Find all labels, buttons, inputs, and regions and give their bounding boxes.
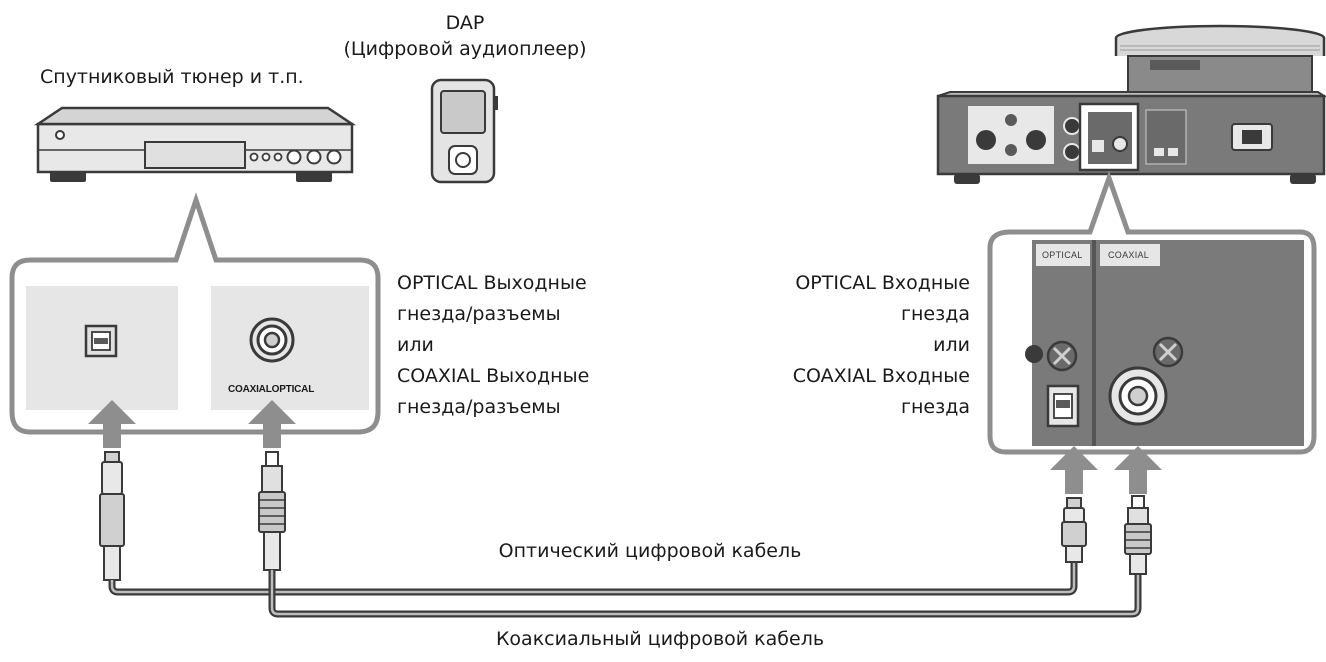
optical-cable-line xyxy=(108,560,1078,596)
optical-cable-line-inner xyxy=(110,560,1076,594)
output-jacks-label: OPTICAL Выходные гнезда/разъемы или COAX… xyxy=(397,268,589,423)
source-coaxial-jack-panel xyxy=(211,286,369,410)
tuner-label: Спутниковый тюнер и т.п. xyxy=(40,66,304,88)
arrow-up-coaxial-input xyxy=(1114,446,1162,494)
optical-cable-label: Оптический цифровой кабель xyxy=(498,540,802,562)
dap-label: DAP (Цифровой аудиоплеер) xyxy=(325,10,605,62)
dap-label-line1: DAP xyxy=(445,12,485,34)
output-or: или xyxy=(397,334,434,356)
coaxial-cable-label: Коаксиальный цифровой кабель xyxy=(495,628,825,650)
optical-plug-left xyxy=(99,451,125,581)
output-optical-line2: гнезда/разъемы xyxy=(397,303,561,325)
source-optical-tag: OPTICAL xyxy=(271,384,315,395)
output-optical-line1: OPTICAL Выходные xyxy=(397,272,587,294)
panel-coaxial-tag: COAXIAL xyxy=(1108,250,1150,260)
output-coaxial-line1: COAXIAL Выходные xyxy=(397,365,590,387)
satellite-tuner-icon xyxy=(33,106,357,182)
input-coaxial-line1: COAXIAL Входные xyxy=(792,365,970,387)
arrow-up-coaxial-source xyxy=(248,400,296,448)
arrow-up-optical-source xyxy=(88,400,136,448)
arrow-up-optical-input xyxy=(1050,446,1098,494)
input-optical-line2: гнезда xyxy=(901,303,970,325)
input-optical-line1: OPTICAL Входные xyxy=(795,272,970,294)
source-jack-caption: COAXIALOPTICAL xyxy=(228,384,314,395)
coaxial-plug-left xyxy=(258,451,286,571)
source-coaxial-tag: COAXIAL xyxy=(228,384,272,395)
dap-label-line2: (Цифровой аудиоплеер) xyxy=(343,38,587,60)
amplifier-input-panel xyxy=(1025,240,1304,446)
coaxial-cable-line-inner xyxy=(270,570,1140,616)
amplifier-rear-icon xyxy=(936,24,1326,184)
dap-player-icon xyxy=(430,78,498,184)
input-jacks-label: OPTICAL Входные гнезда или COAXIAL Входн… xyxy=(730,268,970,423)
optical-plug-right xyxy=(1061,497,1087,563)
coaxial-plug-right xyxy=(1124,495,1152,575)
panel-optical-tag: OPTICAL xyxy=(1042,250,1083,260)
source-optical-jack-panel xyxy=(26,286,178,410)
output-coaxial-line2: гнезда/разъемы xyxy=(397,396,561,418)
input-coaxial-line2: гнезда xyxy=(901,396,970,418)
input-or: или xyxy=(933,334,970,356)
